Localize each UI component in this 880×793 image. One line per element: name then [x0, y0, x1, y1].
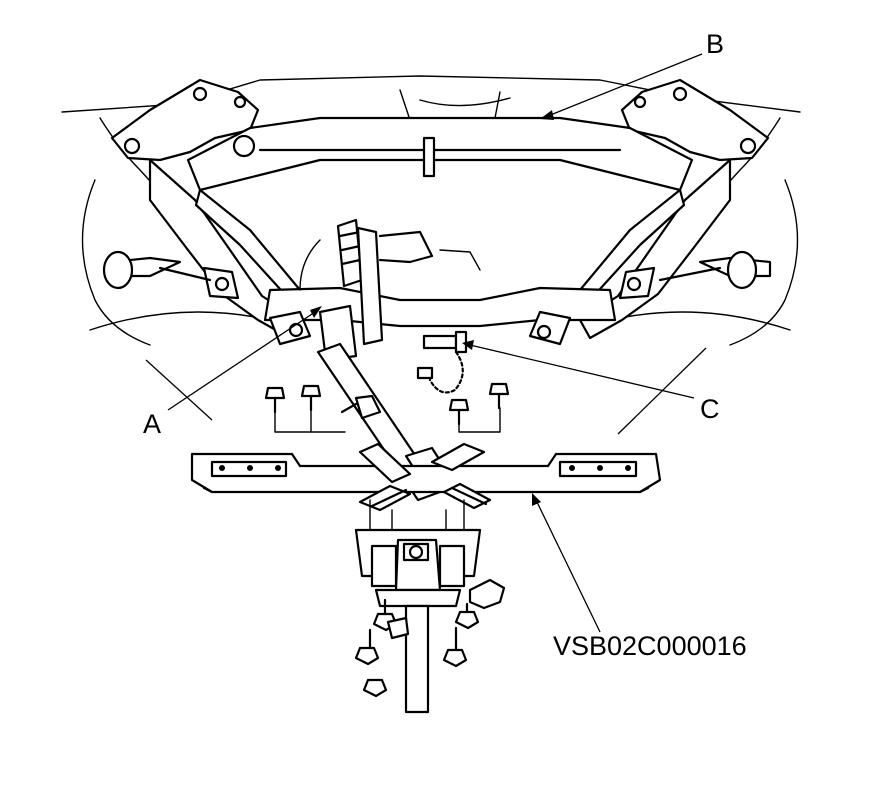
- center-components: [299, 218, 481, 394]
- figure-code: VSB02C000016: [553, 631, 747, 661]
- leader-lines: [145, 53, 707, 633]
- jack-cradle: [354, 499, 506, 714]
- lift-frame: [190, 442, 662, 512]
- callout-c: C: [700, 394, 720, 424]
- subframe-b: [102, 78, 772, 346]
- callout-a: A: [143, 409, 162, 439]
- support-bolts: [264, 382, 510, 433]
- callout-b: B: [706, 29, 725, 59]
